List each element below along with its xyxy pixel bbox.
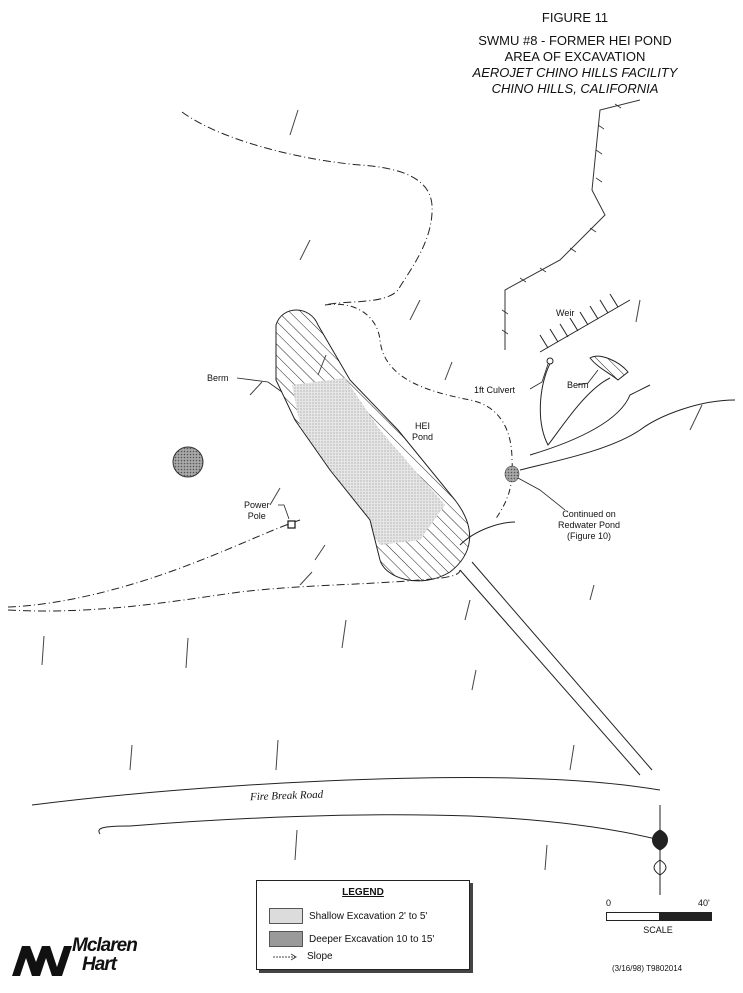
contour-upper xyxy=(181,111,433,306)
power-pole-marker xyxy=(287,520,296,529)
mclaren-hart-logo xyxy=(12,946,72,976)
deeper-swatch xyxy=(269,931,303,947)
title-block: FIGURE 11 SWMU #8 - FORMER HEI POND AREA… xyxy=(425,10,725,97)
contour-lower xyxy=(7,519,301,608)
leader-berm-right xyxy=(576,369,599,386)
fire-break-road-lower xyxy=(98,814,661,841)
label-continued-line2: Redwater Pond xyxy=(558,520,621,530)
outlet-channel-left xyxy=(459,569,641,776)
leader-culvert xyxy=(529,363,549,390)
channel-1 xyxy=(539,359,611,446)
fire-break-road-upper xyxy=(31,777,661,806)
leader-berm-left xyxy=(236,377,283,393)
label-hei-pond: HEI Pond xyxy=(412,421,433,443)
label-berm-right: Berm xyxy=(567,380,589,390)
label-power-pole-line1: Power xyxy=(244,500,270,510)
figure-number: FIGURE 11 xyxy=(541,10,609,25)
leader-continued xyxy=(517,477,566,511)
scale-bar: 0 40' SCALE xyxy=(606,898,716,935)
shallow-excavation-area xyxy=(292,378,445,545)
round-feature xyxy=(172,446,204,478)
logo-wordmark: Mclaren Hart xyxy=(72,935,138,975)
title-line-3: AEROJET CHINO HILLS FACILITY xyxy=(472,65,678,80)
slope-arrows xyxy=(41,109,703,871)
legend-item-slope-label: Slope xyxy=(307,951,333,962)
label-hei-pond-line2: Pond xyxy=(412,432,434,442)
label-culvert: 1ft Culvert xyxy=(474,385,516,395)
label-hei-pond-line1: HEI xyxy=(415,421,431,431)
label-weir: Weir xyxy=(556,308,575,318)
label-continued: Continued on Redwater Pond (Figure 10) xyxy=(558,509,620,542)
label-continued-line3: (Figure 10) xyxy=(567,531,612,541)
channel-3 xyxy=(529,384,651,456)
slope-arrow-icon xyxy=(273,953,297,960)
legend-item-deeper-label: Deeper Excavation 10 to 15' xyxy=(309,933,435,945)
leader-power-pole xyxy=(278,504,290,520)
scale-start: 0 xyxy=(606,898,612,908)
label-fire-break-road: Fire Break Road xyxy=(249,788,324,804)
outlet-channel-upper xyxy=(459,521,516,546)
label-continued-line1: Continued on xyxy=(562,509,616,519)
scale-end: 40' xyxy=(698,898,710,908)
deeper-excavation-spot xyxy=(504,465,520,483)
legend-item-slope: Slope xyxy=(269,951,333,962)
label-power-pole: Power Pole xyxy=(244,500,270,522)
legend-title: LEGEND xyxy=(342,887,384,898)
shallow-swatch xyxy=(269,908,303,924)
logo-line1: Mclaren xyxy=(72,935,138,956)
weir xyxy=(539,293,631,353)
outlet-channel-right xyxy=(471,561,653,771)
label-berm-left: Berm xyxy=(207,373,229,383)
document-reference: (3/16/98) T9802014 xyxy=(612,964,683,973)
excavation-outline xyxy=(275,309,471,582)
scale-label: SCALE xyxy=(643,925,673,935)
legend-item-shallow: Shallow Excavation 2' to 5' xyxy=(269,908,427,924)
logo-line2: Hart xyxy=(82,954,117,975)
title-line-1: SWMU #8 - FORMER HEI POND xyxy=(478,33,672,48)
contour-bottom xyxy=(7,569,461,612)
berm-right-shape xyxy=(589,355,629,381)
scale-bar-graphic xyxy=(606,912,712,921)
fence-marks xyxy=(501,103,622,335)
title-line-2: AREA OF EXCAVATION xyxy=(504,49,646,64)
title-line-4: CHINO HILLS, CALIFORNIA xyxy=(491,81,659,96)
legend: LEGEND Shallow Excavation 2' to 5' Deepe… xyxy=(256,880,470,970)
fence-line xyxy=(504,99,641,350)
legend-item-shallow-label: Shallow Excavation 2' to 5' xyxy=(309,910,428,922)
legend-item-deeper: Deeper Excavation 10 to 15' xyxy=(269,931,434,947)
channel-2 xyxy=(519,399,736,471)
north-arrow xyxy=(652,805,668,895)
label-power-pole-line2: Pole xyxy=(247,511,266,521)
